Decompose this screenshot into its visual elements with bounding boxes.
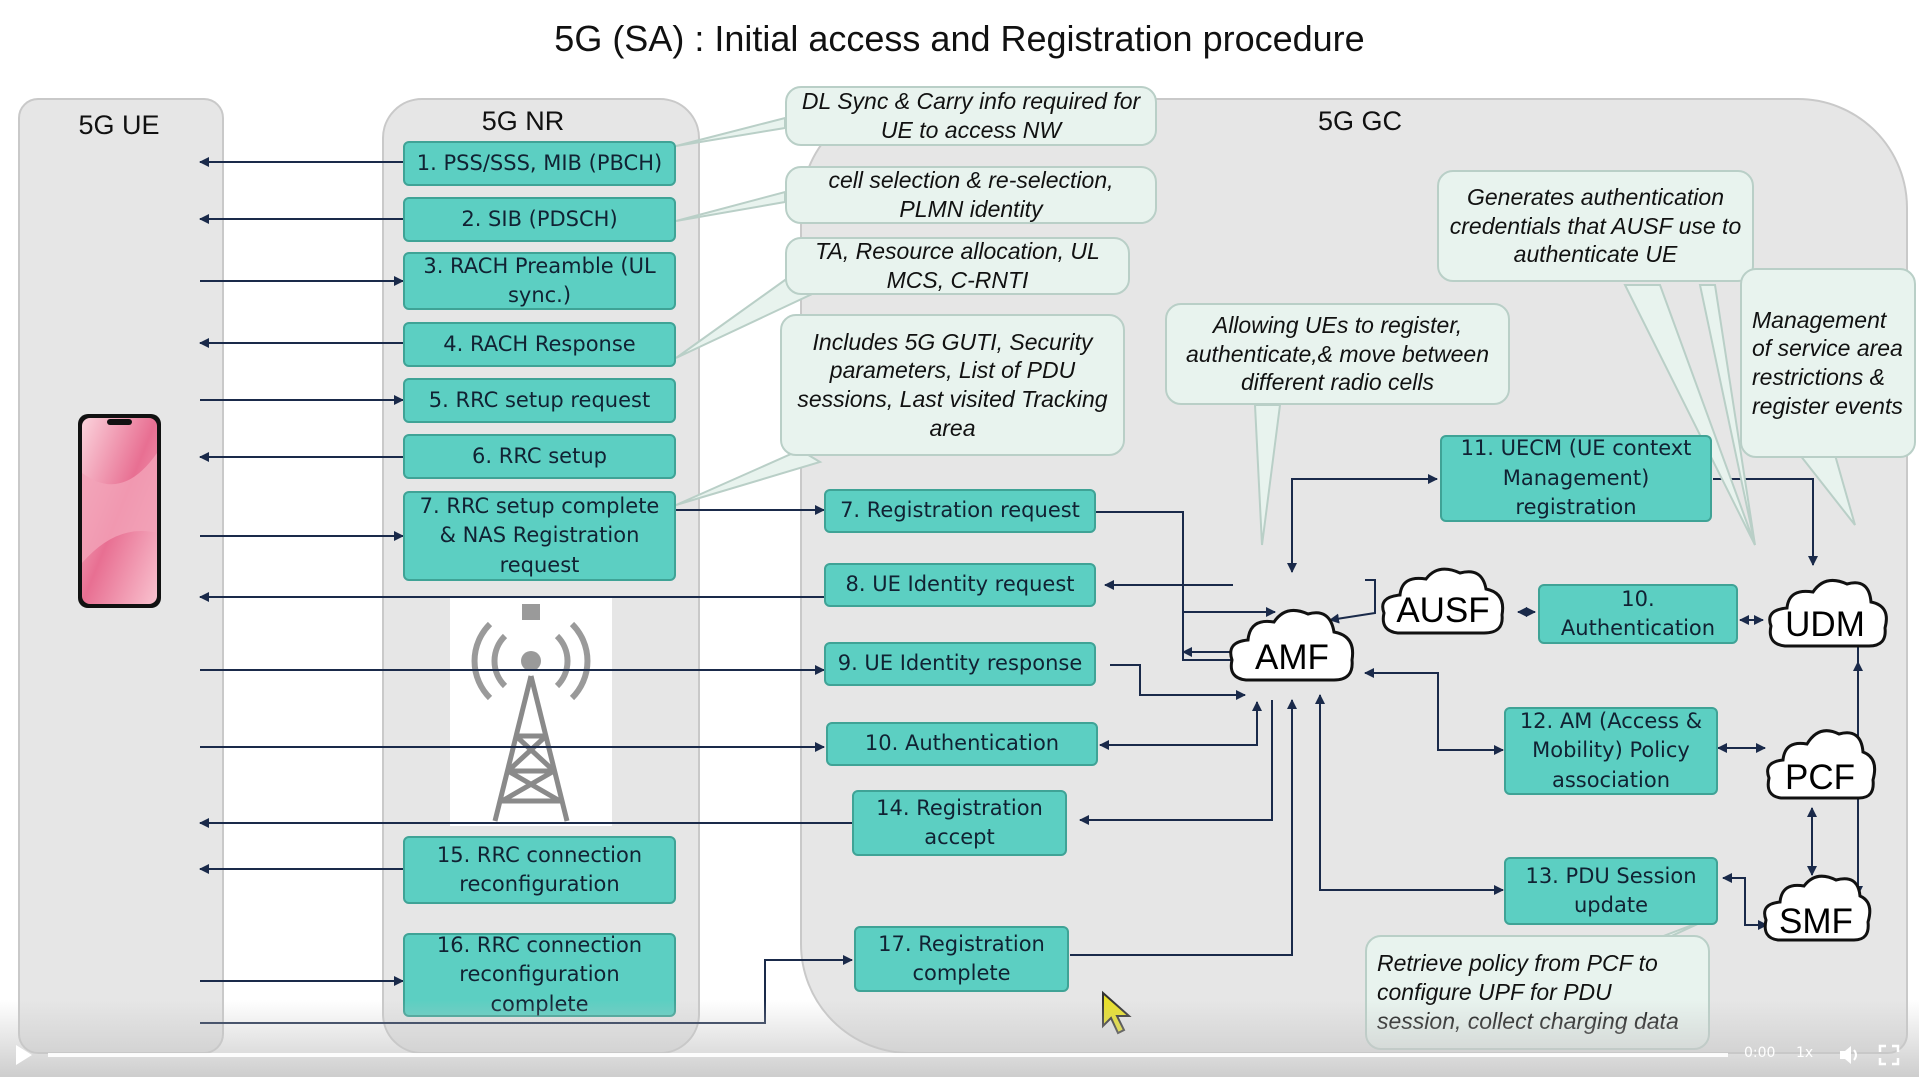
note-ta-resource: TA, Resource allocation, UL MCS, C-RNTI	[785, 237, 1130, 295]
note-generates-credentials: Generates authentication credentials tha…	[1437, 170, 1754, 282]
udm-cloud[interactable]	[1765, 572, 1891, 652]
udm-label: UDM	[1785, 605, 1865, 644]
nr-step-3[interactable]: 3. RACH Preamble (UL sync.)	[403, 252, 676, 310]
pcf-cloud[interactable]	[1763, 722, 1877, 804]
page-title: 5G (SA) : Initial access and Registratio…	[554, 18, 1365, 59]
antenna-tower-icon	[450, 596, 612, 826]
ausf-cloud[interactable]	[1378, 563, 1508, 639]
nr-step-4[interactable]: 4. RACH Response	[403, 322, 676, 367]
nr-step-2[interactable]: 2. SIB (PDSCH)	[403, 197, 676, 242]
note-service-area: Management of service area restrictions …	[1740, 268, 1916, 458]
progress-bar[interactable]	[48, 1053, 1728, 1057]
play-icon[interactable]	[14, 1044, 34, 1066]
nr-step-1[interactable]: 1. PSS/SSS, MIB (PBCH)	[403, 141, 676, 186]
gc-registration-complete[interactable]: 17. Registration complete	[854, 926, 1069, 992]
smf-cloud[interactable]	[1760, 870, 1872, 946]
phone-image	[77, 413, 162, 609]
fullscreen-icon[interactable]	[1878, 1044, 1900, 1066]
pcf-label: PCF	[1785, 758, 1855, 797]
nr-lane-label: 5G NR	[481, 106, 565, 136]
amf-label: AMF	[1255, 638, 1329, 677]
nr-step-15[interactable]: 15. RRC connection reconfiguration	[403, 836, 676, 904]
note-allowing-ues: Allowing UEs to register, authenticate,&…	[1165, 303, 1510, 405]
note-cell-selection: cell selection & re-selection, PLMN iden…	[785, 166, 1157, 224]
note-guti: Includes 5G GUTI, Security parameters, L…	[780, 314, 1125, 456]
gc-ue-identity-request[interactable]: 8. UE Identity request	[824, 563, 1096, 607]
nr-step-16[interactable]: 16. RRC connection reconfiguration compl…	[403, 933, 676, 1017]
note-dl-sync: DL Sync & Carry info required for UE to …	[785, 86, 1157, 146]
gc-pdu-session-update[interactable]: 13. PDU Session update	[1504, 857, 1718, 925]
gc-udm-authentication[interactable]: 10. Authentication	[1538, 584, 1738, 644]
gc-uecm-registration[interactable]: 11. UECM (UE context Management) registr…	[1440, 435, 1712, 522]
gc-ue-identity-response[interactable]: 9. UE Identity response	[824, 642, 1096, 686]
volume-icon[interactable]	[1838, 1044, 1862, 1066]
time-display: 0:00	[1744, 1045, 1776, 1061]
amf-cloud[interactable]	[1226, 600, 1358, 688]
nr-step-5[interactable]: 5. RRC setup request	[403, 378, 676, 423]
gc-authentication[interactable]: 10. Authentication	[826, 722, 1098, 766]
gc-registration-request[interactable]: 7. Registration request	[824, 489, 1096, 533]
video-controls: 0:00 1x	[0, 1000, 1919, 1077]
ue-lane-label: 5G UE	[78, 110, 160, 140]
ausf-label: AUSF	[1396, 591, 1490, 630]
nr-step-7[interactable]: 7. RRC setup complete & NAS Registration…	[403, 491, 676, 581]
speed-button[interactable]: 1x	[1796, 1045, 1814, 1061]
smf-label: SMF	[1779, 902, 1853, 941]
gc-registration-accept[interactable]: 14. Registration accept	[852, 790, 1067, 856]
gc-am-policy-association[interactable]: 12. AM (Access & Mobility) Policy associ…	[1504, 707, 1718, 795]
nr-step-6[interactable]: 6. RRC setup	[403, 434, 676, 479]
gc-lane-label: 5G GC	[1317, 106, 1403, 136]
